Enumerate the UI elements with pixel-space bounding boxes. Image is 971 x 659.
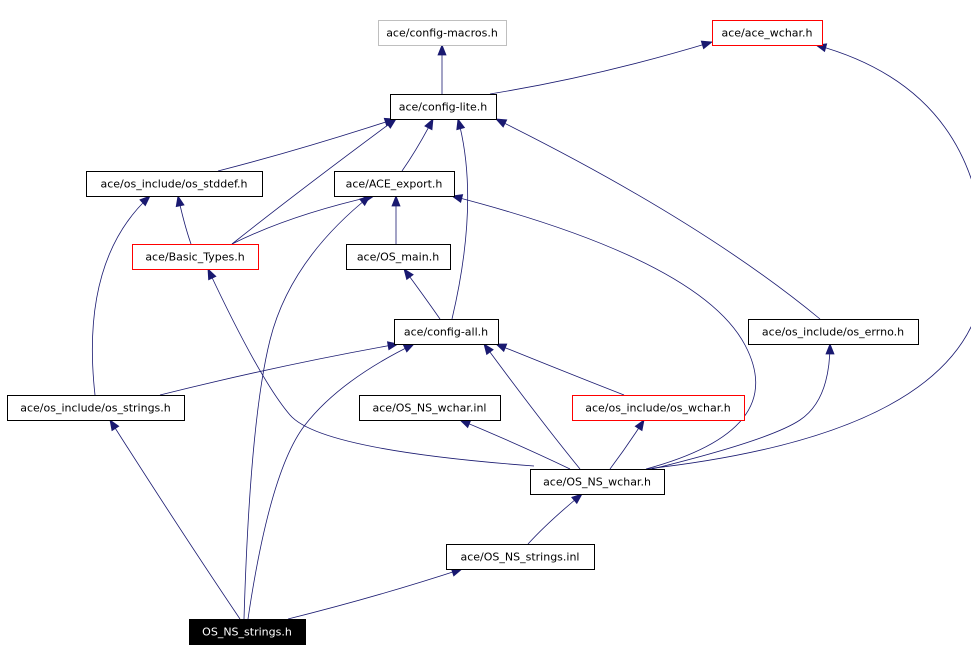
edge-os-ns-strings-h-to-os-ns-strings-inl bbox=[287, 568, 463, 620]
arrowhead bbox=[571, 493, 583, 505]
arrowhead bbox=[109, 419, 120, 432]
edge-os-ns-wchar-h-to-config-all bbox=[483, 343, 581, 470]
arrowhead bbox=[483, 343, 494, 356]
edge-os-ns-strings-h-to-config-all bbox=[247, 343, 415, 620]
edge-os-ns-strings-inl-to-os-ns-wchar-h bbox=[527, 493, 583, 545]
node-os-ns-wchar-h-label: ace/OS_NS_wchar.h bbox=[543, 476, 651, 489]
edge-os-ns-wchar-h-to-ace-export bbox=[451, 195, 756, 470]
node-basic-types[interactable]: ace/Basic_Types.h bbox=[132, 244, 259, 270]
node-os-ns-wchar-inl-label: ace/OS_NS_wchar.inl bbox=[373, 402, 487, 415]
node-os-main-label: ace/OS_main.h bbox=[357, 251, 439, 264]
edge-os-stddef-to-config-lite bbox=[217, 118, 396, 172]
node-os-strings[interactable]: ace/os_include/os_strings.h bbox=[7, 395, 185, 421]
node-os-ns-strings-inl[interactable]: ace/OS_NS_strings.inl bbox=[446, 544, 595, 570]
edge-config-all-to-config-lite bbox=[451, 118, 469, 320]
node-config-macros-label: ace/config-macros.h bbox=[386, 27, 498, 40]
edge-os-wchar-to-config-all bbox=[495, 343, 625, 396]
node-os-strings-label: ace/os_include/os_strings.h bbox=[20, 402, 171, 415]
arrowhead bbox=[700, 40, 714, 50]
arrowhead bbox=[825, 342, 835, 355]
edge-basic-types-to-ace-export bbox=[231, 195, 375, 245]
node-basic-types-label: ace/Basic_Types.h bbox=[145, 251, 244, 264]
arrowhead bbox=[437, 43, 447, 56]
arrowhead bbox=[459, 419, 472, 429]
edge-os-ns-strings-h-to-os-strings bbox=[109, 419, 241, 620]
node-os-ns-wchar-inl[interactable]: ace/OS_NS_wchar.inl bbox=[359, 395, 501, 421]
node-os-ns-wchar-h[interactable]: ace/OS_NS_wchar.h bbox=[530, 469, 665, 495]
node-os-errno-label: ace/os_include/os_errno.h bbox=[762, 326, 904, 339]
node-os-main[interactable]: ace/OS_main.h bbox=[346, 244, 451, 270]
arrowhead bbox=[495, 343, 508, 353]
node-ace-wchar[interactable]: ace/ace_wchar.h bbox=[712, 20, 823, 46]
arrowhead bbox=[634, 419, 645, 432]
arrowhead bbox=[207, 268, 217, 281]
node-config-lite-label: ace/config-lite.h bbox=[399, 101, 488, 114]
node-config-lite[interactable]: ace/config-lite.h bbox=[390, 94, 497, 120]
node-os-errno[interactable]: ace/os_include/os_errno.h bbox=[748, 319, 919, 345]
nodes-layer: ace/config-macros.h ace/ace_wchar.h ace/… bbox=[7, 20, 919, 645]
node-os-ns-strings-inl-label: ace/OS_NS_strings.inl bbox=[460, 551, 579, 564]
edges-layer bbox=[92, 40, 971, 620]
node-os-wchar-label: ace/os_include/os_wchar.h bbox=[585, 402, 731, 415]
edge-os-strings-to-config-all bbox=[159, 343, 399, 396]
arrowhead bbox=[175, 194, 185, 208]
arrowhead bbox=[424, 118, 434, 131]
edge-os-ns-wchar-h-to-ace-wchar bbox=[645, 44, 971, 470]
node-ace-export-label: ace/ACE_export.h bbox=[346, 178, 443, 191]
node-ace-wchar-label: ace/ace_wchar.h bbox=[721, 27, 812, 40]
arrowhead bbox=[456, 117, 466, 131]
node-os-ns-strings-h-label: OS_NS_strings.h bbox=[202, 626, 292, 639]
arrowhead bbox=[384, 118, 397, 129]
edge-config-lite-to-ace-wchar bbox=[489, 41, 713, 95]
arrowhead bbox=[403, 268, 414, 281]
node-os-stddef[interactable]: ace/os_include/os_stddef.h bbox=[86, 171, 263, 197]
arrowhead bbox=[402, 343, 415, 353]
arrowhead bbox=[359, 195, 371, 207]
node-config-macros[interactable]: ace/config-macros.h bbox=[378, 20, 507, 46]
node-config-all[interactable]: ace/config-all.h bbox=[394, 319, 499, 345]
edge-basic-types-to-config-lite bbox=[231, 118, 397, 245]
edge-os-strings-to-os-stddef bbox=[92, 195, 151, 396]
node-os-wchar[interactable]: ace/os_include/os_wchar.h bbox=[572, 395, 745, 421]
edge-os-ns-strings-h-to-ace-export bbox=[243, 195, 371, 620]
edge-os-ns-wchar-h-to-os-errno bbox=[651, 343, 831, 470]
arrowhead bbox=[495, 118, 508, 128]
edge-os-ns-wchar-h-to-basic-types bbox=[207, 268, 535, 467]
arrowhead bbox=[139, 195, 151, 207]
node-os-ns-strings-h[interactable]: OS_NS_strings.h bbox=[189, 619, 306, 645]
node-config-all-label: ace/config-all.h bbox=[404, 326, 488, 339]
node-os-stddef-label: ace/os_include/os_stddef.h bbox=[100, 178, 247, 191]
edge-os-ns-wchar-h-to-os-ns-wchar-inl bbox=[459, 419, 571, 470]
arrowhead bbox=[391, 194, 401, 207]
edge-os-errno-to-config-lite bbox=[495, 118, 821, 320]
node-ace-export[interactable]: ace/ACE_export.h bbox=[334, 171, 455, 197]
